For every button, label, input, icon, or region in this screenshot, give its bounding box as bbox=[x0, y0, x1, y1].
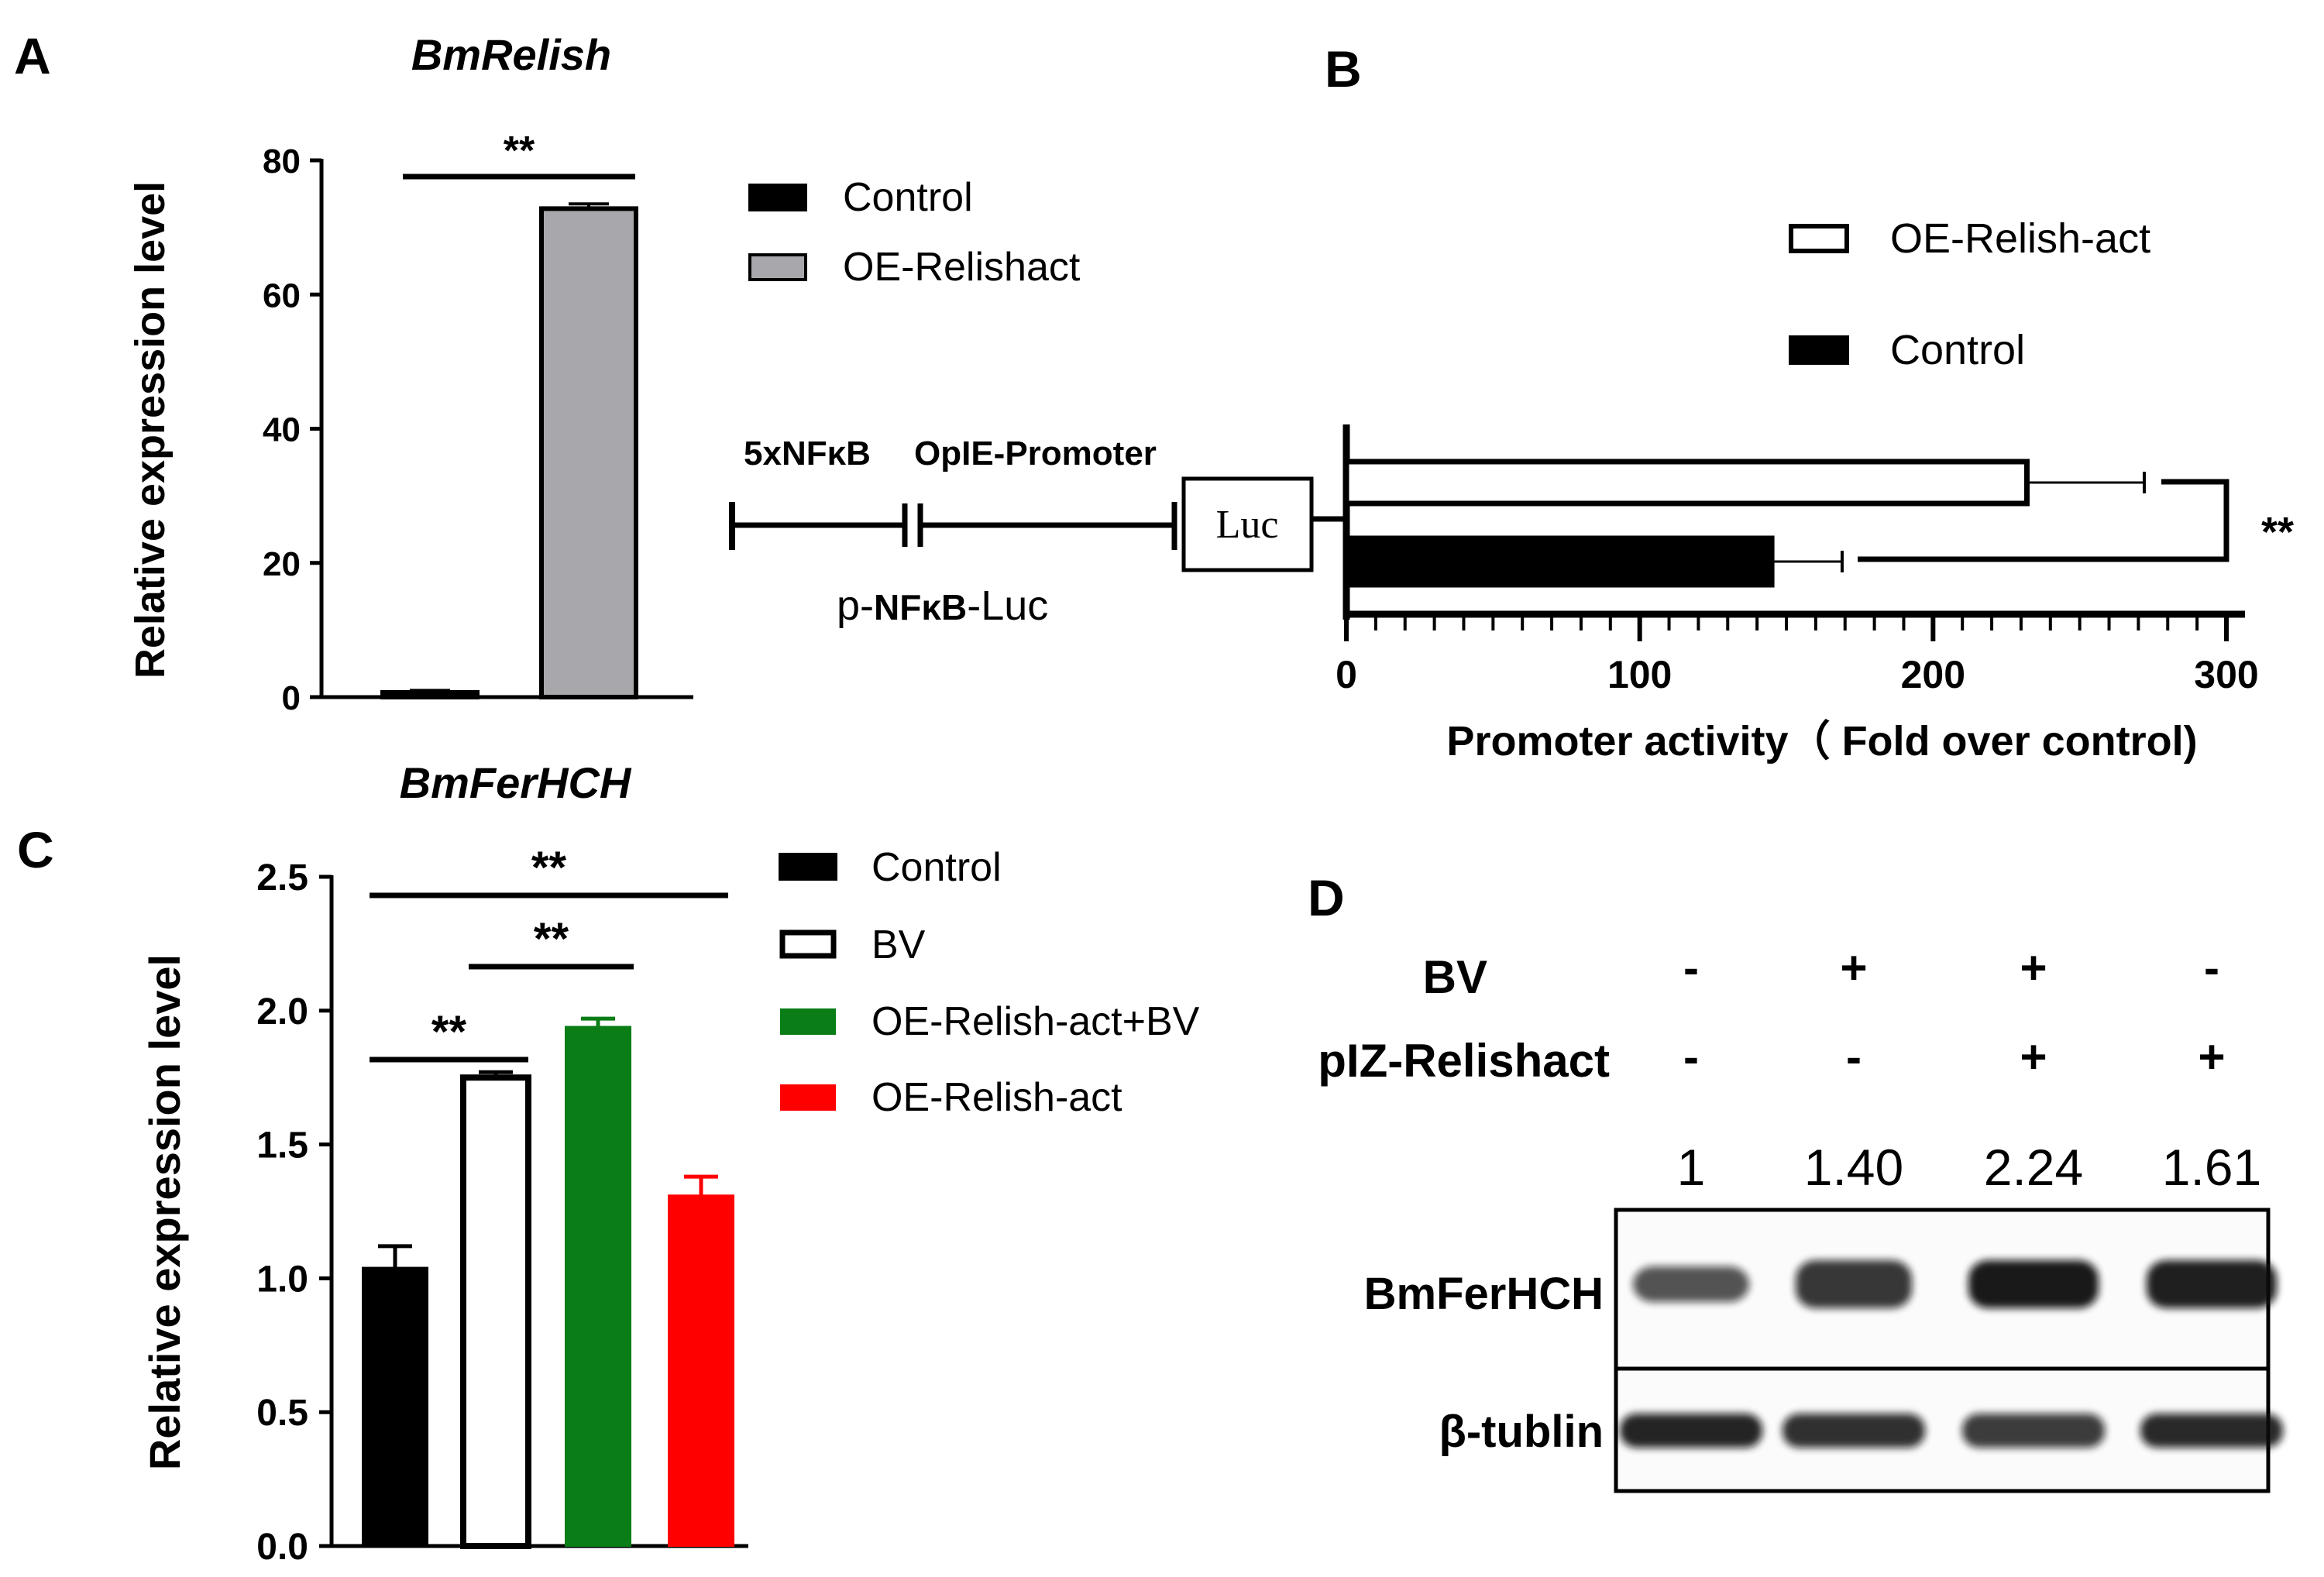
panel-c-significance-control-oe-label: ** bbox=[531, 843, 567, 893]
panel-b-bar-control bbox=[1343, 535, 1775, 588]
panel-b-x-tick-label: 300 bbox=[2194, 653, 2258, 696]
panel-label-a: A bbox=[14, 27, 51, 84]
western-band-bmferhch bbox=[2147, 1260, 2277, 1308]
construct-name-prefix: p- bbox=[837, 582, 874, 629]
panel-a-legend-swatch-control bbox=[748, 184, 807, 211]
panel-c-title: BmFerHCH bbox=[400, 758, 632, 807]
western-quantification-value: 1.40 bbox=[1804, 1139, 1903, 1196]
western-quantification-value: 1.61 bbox=[2162, 1139, 2261, 1196]
panel-label-d: D bbox=[1308, 869, 1345, 926]
panel-c-bar-control bbox=[362, 1266, 428, 1548]
western-plz-sign: + bbox=[2020, 1031, 2047, 1083]
western-band-tublin bbox=[1783, 1414, 1925, 1448]
western-plz-sign: + bbox=[2198, 1031, 2225, 1083]
panel-a-chart: BmRelish Relative expression level 0 20 40… bbox=[127, 30, 1081, 717]
panel-c-chart: BmFerHCH Relative expression level 0.0 0.… bbox=[140, 758, 1200, 1568]
panel-a-title: BmRelish bbox=[411, 30, 611, 79]
western-quantification-value: 2.24 bbox=[1984, 1139, 2083, 1196]
panel-c-legend-swatch-bv bbox=[779, 929, 837, 959]
western-bv-sign: + bbox=[1840, 942, 1867, 994]
western-bv-sign: + bbox=[2020, 942, 2047, 994]
western-band-tublin bbox=[2140, 1414, 2283, 1448]
panel-a-y-tick-label: 80 bbox=[263, 143, 301, 180]
panel-a-y-tick-label: 0 bbox=[282, 679, 301, 717]
construct-element-5xnfkb: 5xNFκB bbox=[744, 435, 871, 472]
panel-a-y-tick-label: 20 bbox=[263, 545, 301, 583]
panel-c-legend-label-control: Control bbox=[871, 845, 1002, 890]
panel-c-y-tick-label: 1.5 bbox=[256, 1125, 308, 1166]
western-band-tublin bbox=[1620, 1414, 1762, 1448]
panel-a-bar-control bbox=[380, 689, 480, 700]
panel-b-significance-bracket bbox=[1858, 479, 2229, 562]
blot-label-bmferhch: BmFerHCH bbox=[1364, 1269, 1604, 1319]
western-band-bmferhch bbox=[1633, 1266, 1749, 1302]
western-bv-sign: - bbox=[2204, 942, 2219, 994]
construct-luc-box bbox=[1181, 476, 1314, 572]
panel-b-x-tick-label: 100 bbox=[1607, 653, 1672, 696]
panel-c-legend-swatch-control bbox=[779, 853, 837, 881]
panel-c-legend-label-bv: BV bbox=[871, 922, 926, 967]
panel-c-legend-swatch-oe bbox=[780, 1084, 836, 1111]
panel-b-significance-label: ** bbox=[2261, 509, 2294, 555]
panel-c-significance-bv-oebv-label: ** bbox=[534, 914, 569, 964]
panel-a-legend-swatch-oe bbox=[748, 253, 807, 281]
construct-element-opie: OpIE-Promoter bbox=[914, 435, 1157, 472]
panel-label-c: C bbox=[17, 821, 54, 878]
western-plz-sign: - bbox=[1683, 1031, 1699, 1083]
panel-a-significance-label: ** bbox=[504, 129, 535, 174]
construct-name: p-NFκB-Luc bbox=[837, 582, 1048, 629]
panel-b-legend-label-control: Control bbox=[1890, 327, 2025, 373]
panel-b-bar-oe-relish-act bbox=[1343, 459, 2030, 507]
western-row-label-plz: pIZ-Relishact bbox=[1318, 1035, 1610, 1087]
panel-c-y-tick-label: 1.0 bbox=[256, 1259, 308, 1300]
construct-name-suffix: -Luc bbox=[967, 582, 1048, 629]
panel-b-x-axis-label: Promoter activity（ Fold over control) bbox=[1446, 718, 2197, 764]
panel-b-legend-swatch-oe bbox=[1789, 224, 1849, 253]
panel-b-legend-label-oe: OE-Relish-act bbox=[1890, 215, 2150, 262]
panel-c-y-axis-label: Relative expression level bbox=[140, 954, 189, 1470]
panel-a-legend-label-control: Control bbox=[843, 175, 973, 220]
panel-c-y-tick-label: 0.0 bbox=[256, 1527, 308, 1568]
panel-c-significance-control-bv-label: ** bbox=[431, 1007, 467, 1057]
panel-c-bar-bv bbox=[460, 1074, 531, 1549]
panel-b-chart: OE-Relish-act Control 5xNFκB OpIE-Promot… bbox=[729, 215, 2294, 764]
western-plz-sign: - bbox=[1846, 1031, 1862, 1083]
panel-b-x-tick-label: 200 bbox=[1901, 653, 1965, 696]
panel-b-legend-swatch-control bbox=[1789, 335, 1849, 365]
blot-label-tublin: β-tublin bbox=[1439, 1407, 1604, 1457]
panel-a-bar-oe-relishact bbox=[539, 206, 638, 699]
panel-c-legend-swatch-oe-bv bbox=[780, 1008, 836, 1035]
western-bv-sign: - bbox=[1683, 942, 1699, 994]
panel-a-y-tick-label: 60 bbox=[263, 277, 301, 314]
panel-label-b: B bbox=[1325, 40, 1362, 98]
panel-c-bar-oe-relish-act bbox=[668, 1194, 734, 1548]
western-row-label-bv: BV bbox=[1423, 951, 1487, 1003]
construct-luc-label: Luc bbox=[1216, 503, 1279, 547]
panel-c-y-tick-label: 0.5 bbox=[256, 1393, 308, 1434]
western-quantification-value: 1 bbox=[1677, 1139, 1706, 1196]
panel-a-legend-label-oe: OE-Relishact bbox=[843, 245, 1081, 290]
western-band-bmferhch bbox=[1968, 1260, 2099, 1308]
western-band-tublin bbox=[1962, 1414, 2105, 1448]
construct-name-mid: NFκB bbox=[874, 587, 967, 627]
panel-c-legend-label-oe: OE-Relish-act bbox=[871, 1075, 1122, 1120]
panel-c-y-tick-label: 2.0 bbox=[256, 991, 308, 1032]
panel-c-y-tick-label: 2.5 bbox=[256, 857, 308, 898]
panel-b-x-tick-label: 0 bbox=[1336, 653, 1357, 696]
panel-c-legend-label-oe-bv: OE-Relish-act+BV bbox=[871, 999, 1200, 1044]
western-band-bmferhch bbox=[1796, 1260, 1912, 1308]
panel-a-y-axis-label: Relative expression level bbox=[127, 181, 174, 679]
panel-c-bar-oe-relish-act-bv bbox=[565, 1026, 631, 1547]
panel-a-y-tick-label: 40 bbox=[263, 411, 301, 449]
